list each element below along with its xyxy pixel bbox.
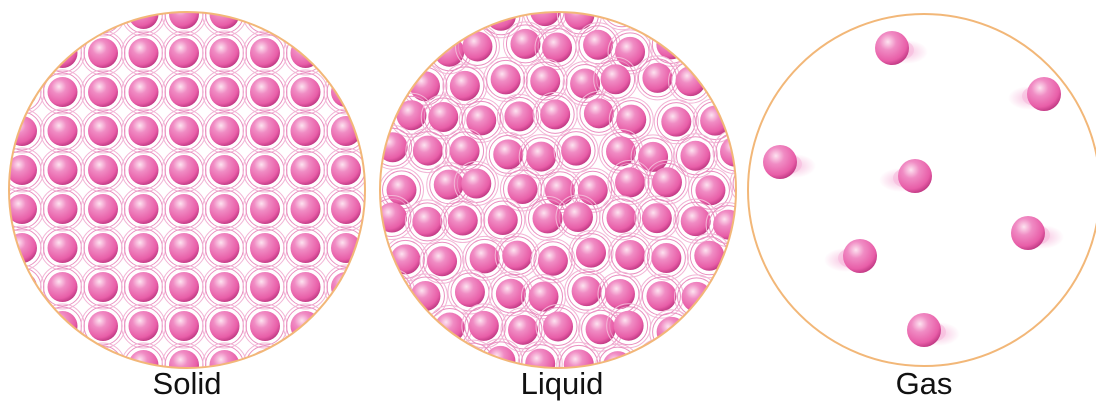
particle [324, 304, 368, 348]
particle [0, 343, 44, 387]
particle [365, 304, 409, 348]
particle [0, 31, 44, 75]
particle [0, 304, 44, 348]
particle [690, 302, 734, 346]
particle [710, 339, 754, 383]
particle [365, 0, 409, 36]
particle [678, 337, 722, 381]
particle [714, 273, 758, 317]
particle [284, 343, 328, 387]
particle [728, 302, 772, 346]
particle [324, 343, 368, 387]
liquid-label: Liquid [462, 366, 662, 402]
liquid-panel [366, 0, 774, 388]
particle [714, 61, 758, 105]
particle [722, 28, 766, 72]
solid-panel [0, 0, 409, 387]
particle [365, 31, 409, 75]
particle [403, 0, 447, 31]
particle [368, 59, 412, 103]
particle [284, 0, 328, 36]
particle [370, 0, 414, 35]
particle [406, 335, 450, 379]
particle [383, 301, 427, 345]
gas-panel [748, 14, 1096, 366]
particle [676, 0, 720, 31]
particle [365, 343, 409, 387]
particle [41, 343, 85, 387]
particle [324, 0, 368, 36]
solid-label: Solid [87, 366, 287, 402]
particle [366, 340, 410, 384]
particle [0, 0, 44, 36]
particle [370, 269, 414, 313]
gas-label: Gas [824, 366, 1024, 402]
particle [689, 23, 733, 67]
particle [324, 31, 368, 75]
particle [380, 21, 424, 65]
particle [636, 0, 680, 31]
particle [713, 0, 757, 34]
particle [41, 0, 85, 36]
